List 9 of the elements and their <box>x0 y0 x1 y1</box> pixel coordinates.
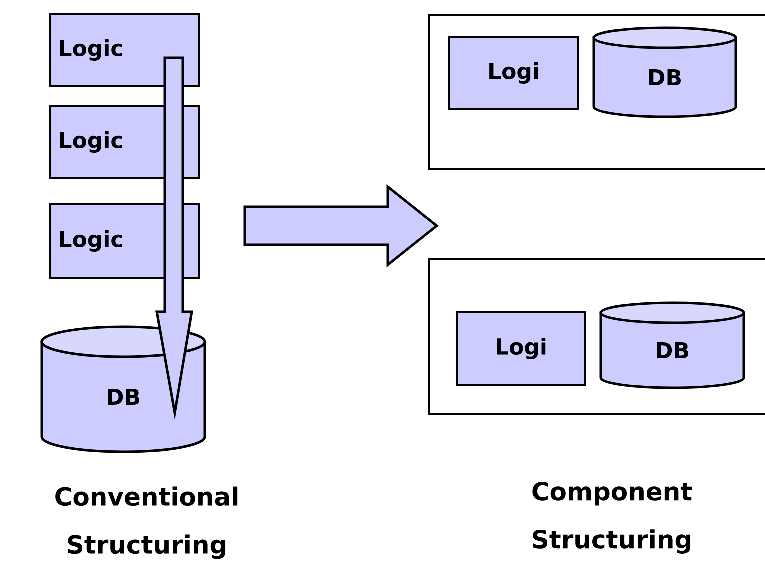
caption: Component Structuring <box>532 482 692 554</box>
database-cylinder: DB <box>592 26 738 118</box>
database-cylinder: DB <box>600 302 746 390</box>
logic-box: Logic <box>49 13 200 88</box>
logic-box: Logi <box>448 36 580 110</box>
caption: Conventional Structuring <box>56 486 238 560</box>
logic-box: Logi <box>456 311 586 386</box>
database-cylinder: DB <box>40 326 206 454</box>
arrow <box>156 56 194 420</box>
